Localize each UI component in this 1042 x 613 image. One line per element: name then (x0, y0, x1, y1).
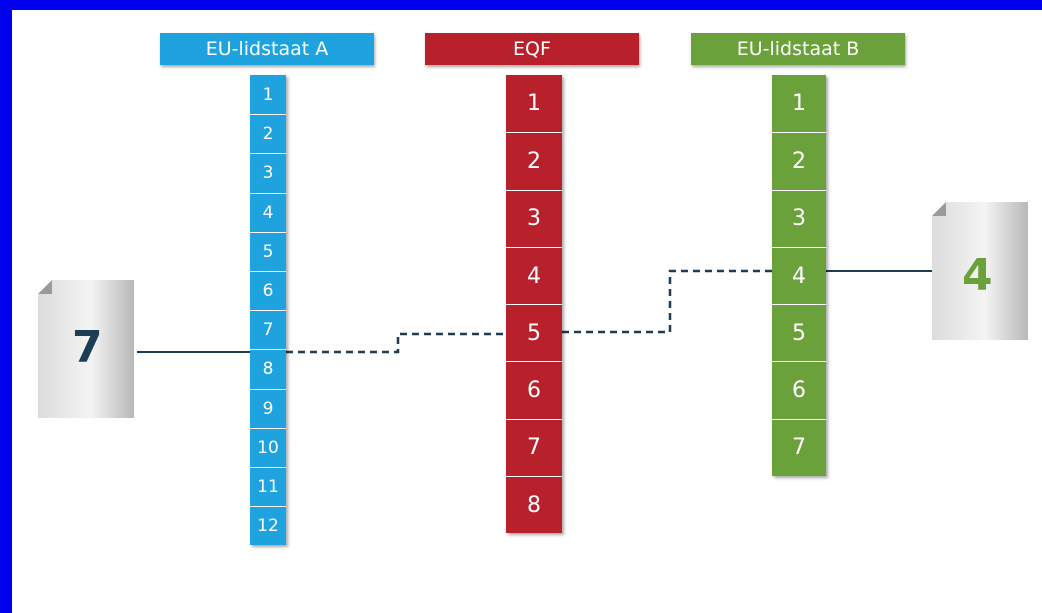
header-member-state-b: EU-lidstaat B (691, 33, 905, 65)
level-eqf-1: 1 (506, 75, 562, 133)
document-icon-a: 7 (38, 280, 138, 424)
level-member-state-b-5: 5 (772, 304, 826, 362)
level-eqf-7: 7 (506, 418, 562, 477)
level-eqf-6: 6 (506, 361, 562, 419)
header-eqf: EQF (425, 33, 639, 65)
header-member-state-a: EU-lidstaat A (160, 33, 374, 65)
level-member-state-a-2: 2 (250, 114, 286, 154)
level-eqf-4: 4 (506, 246, 562, 305)
level-eqf-2: 2 (506, 132, 562, 190)
level-member-state-a-3: 3 (250, 153, 286, 193)
level-member-state-a-1: 1 (250, 75, 286, 115)
level-member-state-b-7: 7 (772, 418, 826, 477)
level-member-state-a-10: 10 (250, 427, 286, 467)
level-member-state-b-2: 2 (772, 132, 826, 190)
level-eqf-8: 8 (506, 476, 562, 534)
level-member-state-a-11: 11 (250, 466, 286, 507)
level-eqf-5: 5 (506, 304, 562, 362)
level-member-state-a-8: 8 (250, 349, 286, 389)
level-member-state-a-9: 9 (250, 388, 286, 428)
level-member-state-b-6: 6 (772, 361, 826, 419)
document-b-level: 4 (962, 250, 993, 301)
dashed-link-eqf-b (562, 269, 772, 334)
dashed-link-a-eqf (286, 332, 506, 354)
level-member-state-a-7: 7 (250, 310, 286, 350)
level-eqf-3: 3 (506, 189, 562, 247)
document-icon-b: 4 (932, 202, 1032, 346)
level-member-state-a-6: 6 (250, 270, 286, 311)
level-member-state-b-3: 3 (772, 189, 826, 247)
level-member-state-b-4: 4 (772, 246, 826, 305)
connector-lines (137, 269, 932, 354)
level-member-state-a-5: 5 (250, 231, 286, 271)
level-member-state-a-12: 12 (250, 506, 286, 546)
level-member-state-b-1: 1 (772, 75, 826, 133)
document-a-level: 7 (72, 322, 103, 373)
level-member-state-a-4: 4 (250, 192, 286, 232)
